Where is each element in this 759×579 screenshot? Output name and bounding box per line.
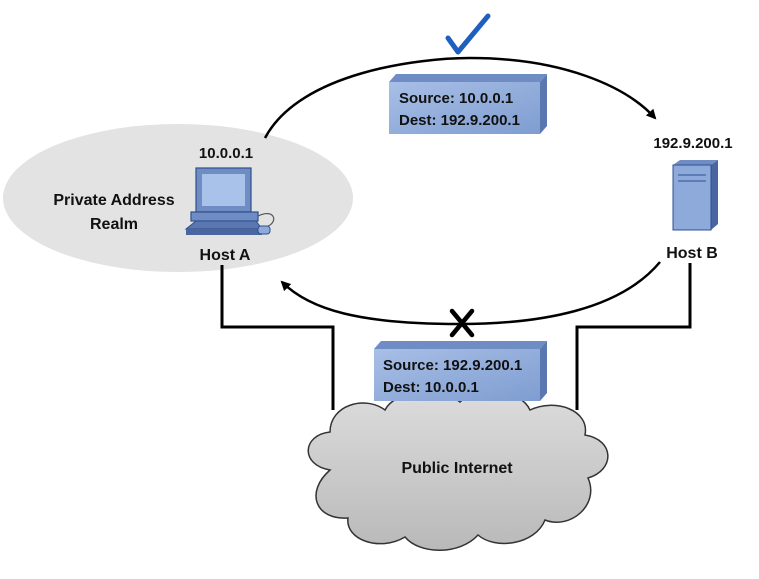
return-dest: Dest: 10.0.0.1 <box>383 379 479 396</box>
realm-label-line1: Private Address <box>53 192 174 209</box>
server-tower-icon <box>672 160 718 231</box>
outbound-dest: Dest: 192.9.200.1 <box>399 112 520 129</box>
host-a-ip: 10.0.0.1 <box>199 145 253 162</box>
host-a-label: Host A <box>200 247 251 264</box>
public-internet-cloud: Public Internet <box>307 390 609 551</box>
outbound-packet-box: Source: 10.0.0.1 Dest: 192.9.200.1 <box>389 74 547 134</box>
return-source: Source: 192.9.200.1 <box>383 357 522 374</box>
host-b-ip: 192.9.200.1 <box>653 135 732 152</box>
private-realm <box>3 124 353 272</box>
checkmark-icon <box>445 13 491 55</box>
host-b-label: Host B <box>666 245 718 262</box>
cloud-label: Public Internet <box>401 460 513 477</box>
x-mark-icon <box>449 308 475 338</box>
host-b-link <box>575 263 692 410</box>
host-a-link <box>220 265 335 410</box>
outbound-source: Source: 10.0.0.1 <box>399 90 513 107</box>
return-packet-box: Source: 192.9.200.1 Dest: 10.0.0.1 <box>374 341 547 401</box>
outbound-arrow <box>263 56 657 139</box>
realm-label-line2: Realm <box>90 216 138 233</box>
desktop-computer-icon <box>184 167 275 235</box>
network-links <box>220 263 692 410</box>
